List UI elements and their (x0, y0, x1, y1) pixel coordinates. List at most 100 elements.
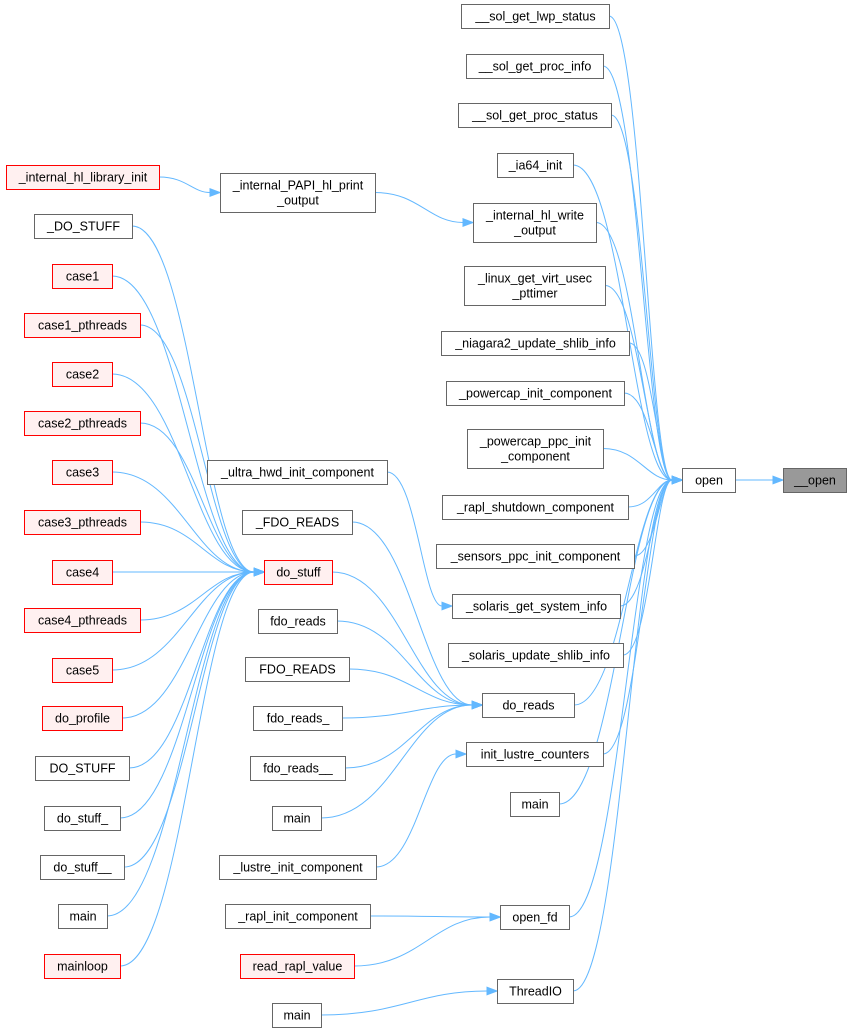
node-rapl-shutdown[interactable]: _rapl_shutdown_component (442, 495, 629, 520)
node-box (253, 706, 343, 731)
node-label: _FDO_READS (255, 516, 339, 530)
node-ultra-hwd[interactable]: _ultra_hwd_init_component (207, 460, 388, 485)
node-main-m2[interactable]: main (272, 1003, 322, 1028)
node-fdo-reads[interactable]: FDO_READS (245, 657, 350, 682)
node-main-m1[interactable]: main (272, 806, 322, 831)
edge-open-to---open (735, 475, 785, 485)
node-label: do_profile (55, 712, 110, 726)
edge-papi-hl-print-to-hl-write (374, 192, 475, 228)
node-do-stuff-[interactable]: do_stuff_ (44, 806, 121, 831)
node-label: _internal_hl_library_init (18, 171, 148, 185)
node-box (783, 468, 847, 493)
node-fdo-reads--[interactable]: fdo_reads__ (250, 756, 346, 781)
node-label: _powercap_ppc_init (479, 435, 592, 449)
node-box (466, 742, 604, 767)
node-read-rapl[interactable]: read_rapl_value (240, 954, 355, 979)
node-papi-hl-print[interactable]: _internal_PAPI_hl_print_output (220, 173, 376, 213)
node-box (35, 756, 130, 781)
node-box (58, 904, 108, 929)
edge-line (572, 164, 673, 481)
node-label: _output (276, 194, 319, 208)
node-solaris-sysinfo[interactable]: _solaris_get_system_info (452, 594, 621, 619)
node-label: do_stuff__ (53, 861, 112, 875)
node-sensors-ppc[interactable]: _sensors_ppc_init_component (436, 544, 635, 569)
node-case3-p[interactable]: case3_pthreads (24, 510, 141, 535)
node-init-lustre[interactable]: init_lustre_counters (466, 742, 604, 767)
node-main-r1[interactable]: main (510, 792, 560, 817)
node-sol-lwp[interactable]: __sol_get_lwp_status (461, 4, 610, 29)
edge-case1-p-to-do-stuff (139, 324, 266, 577)
node-powercap-init[interactable]: _powercap_init_component (446, 381, 625, 406)
node-mainloop[interactable]: mainloop (44, 954, 121, 979)
arrow-head-icon (209, 187, 222, 198)
node-do-reads[interactable]: do_reads (482, 693, 575, 718)
node-case2-p[interactable]: case2_pthreads (24, 411, 141, 436)
node-threadio[interactable]: ThreadIO (497, 979, 574, 1004)
node-rapl-init[interactable]: _rapl_init_component (225, 904, 371, 929)
node-case4-p[interactable]: case4_pthreads (24, 608, 141, 633)
node-label: case2_pthreads (38, 417, 127, 431)
node-open[interactable]: open (682, 468, 736, 493)
edge-line (558, 479, 673, 805)
node-case5[interactable]: case5 (52, 658, 113, 683)
node-do-profile[interactable]: do_profile (42, 706, 123, 731)
node-fdo-reads[interactable]: fdo_reads (258, 609, 338, 634)
node-main-l[interactable]: main (58, 904, 108, 929)
node-solaris-shlib[interactable]: _solaris_update_shlib_info (448, 643, 624, 668)
node---open[interactable]: __open (783, 468, 847, 493)
node-fdo-reads-[interactable]: fdo_reads_ (253, 706, 343, 731)
node-case4[interactable]: case4 (52, 560, 113, 585)
edge-line (139, 571, 255, 621)
node-linux-virt[interactable]: _linux_get_virt_usec_pttimer (464, 266, 606, 306)
node-label: _internal_hl_write (485, 209, 584, 223)
node-do-stuff-u[interactable]: _DO_STUFF (34, 214, 133, 239)
edge-line (602, 65, 673, 481)
node-hl-lib-init[interactable]: _internal_hl_library_init (6, 165, 160, 190)
node-box (464, 266, 606, 306)
node-case1-p[interactable]: case1_pthreads (24, 313, 141, 338)
edge-line (353, 916, 491, 967)
node-label: DO_STUFF (50, 762, 116, 776)
edge-main-m1-to-do-reads (320, 700, 484, 819)
node-case1[interactable]: case1 (52, 264, 113, 289)
node-case2[interactable]: case2 (52, 362, 113, 387)
node-powercap-ppc[interactable]: _powercap_ppc_init_component (467, 429, 604, 469)
edge-line (623, 392, 673, 481)
node-lustre-init[interactable]: _lustre_init_component (219, 855, 377, 880)
node-ia64-init[interactable]: _ia64_init (497, 153, 574, 178)
edge-line (351, 521, 473, 706)
node-sol-proc-info[interactable]: __sol_get_proc_info (466, 54, 604, 79)
edge-line (610, 114, 673, 481)
node-label: case3_pthreads (38, 516, 127, 530)
node-label: _powercap_init_component (458, 387, 612, 401)
node-label: _sensors_ppc_init_component (450, 550, 621, 564)
node-label: _solaris_get_system_info (465, 600, 607, 614)
edge-threadio-to-open (572, 475, 684, 992)
node-hl-write[interactable]: _internal_hl_write_output (473, 203, 597, 243)
edge-line (111, 275, 255, 573)
node-do-stuff[interactable]: do_stuff (264, 560, 333, 585)
node-label: __open (793, 474, 836, 488)
edge-line (341, 704, 473, 719)
node-box (242, 510, 353, 535)
node-do-stuff[interactable]: DO_STUFF (35, 756, 130, 781)
node-box (458, 103, 612, 128)
node-case3[interactable]: case3 (52, 460, 113, 485)
arrow-head-icon (462, 217, 475, 228)
node-fdo-reads-u[interactable]: _FDO_READS (242, 510, 353, 535)
node-label: __sol_get_proc_status (471, 109, 598, 123)
node-label: init_lustre_counters (481, 748, 589, 762)
node-label: _pttimer (511, 287, 557, 301)
node-box (245, 657, 350, 682)
arrow-head-icon (671, 475, 684, 485)
node-niagara2[interactable]: _niagara2_update_shlib_info (441, 331, 630, 356)
node-label: __sol_get_proc_info (478, 60, 592, 74)
node-open-fd[interactable]: open_fd (500, 905, 570, 930)
node-box (52, 362, 113, 387)
node-label: _solaris_update_shlib_info (461, 649, 610, 663)
node-do-stuff--[interactable]: do_stuff__ (40, 855, 125, 880)
edge-line (158, 176, 211, 193)
node-sol-proc-status[interactable]: __sol_get_proc_status (458, 103, 612, 128)
edge-line (348, 668, 473, 706)
